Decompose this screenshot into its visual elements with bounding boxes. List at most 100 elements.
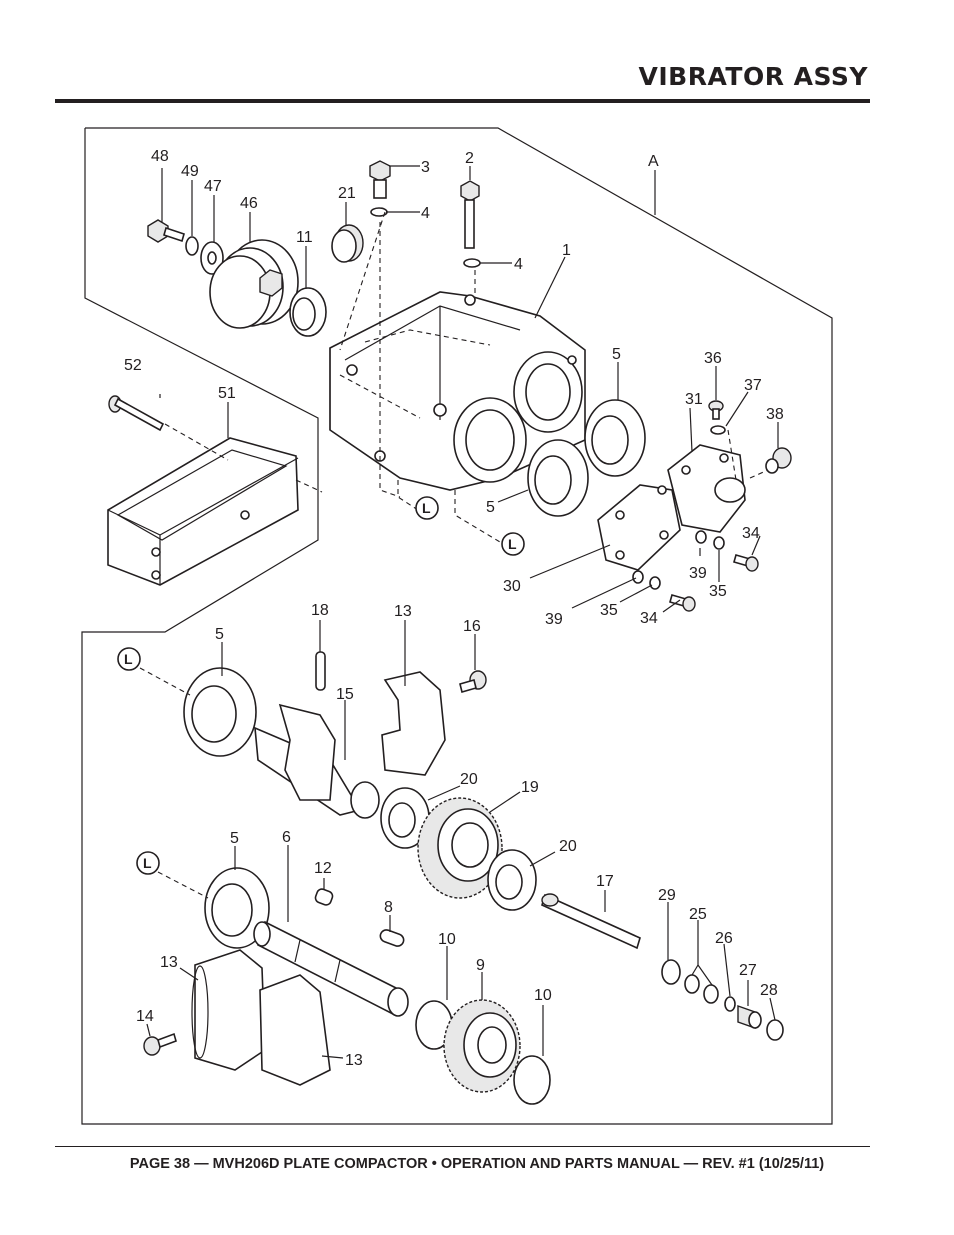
part-18-pin xyxy=(315,651,326,691)
callout-28: 28 xyxy=(760,982,778,999)
part-30-cover xyxy=(597,484,681,571)
callout-14: 14 xyxy=(136,1008,154,1025)
part-49-washer xyxy=(185,236,199,256)
part-39-washer-a xyxy=(695,530,707,544)
connector-L-3: L xyxy=(117,647,141,671)
part-35-washer-a xyxy=(713,536,725,550)
part-13-weight-b xyxy=(191,949,266,1071)
diagram-frame xyxy=(81,127,833,1125)
part-47-washer xyxy=(200,241,224,275)
upper-leader-lines xyxy=(159,165,779,613)
part-31-bearing-housing xyxy=(667,444,746,533)
callout-37: 37 xyxy=(744,377,762,394)
callout-9: 9 xyxy=(476,957,485,974)
callout-34a: 34 xyxy=(742,525,760,542)
callout-26: 26 xyxy=(715,930,733,947)
part-11-oil-seal xyxy=(289,287,327,337)
callout-38: 38 xyxy=(766,406,784,423)
connector-L-4: L xyxy=(136,851,160,875)
svg-text:L: L xyxy=(124,651,133,667)
part-15-eccentric-shaft xyxy=(254,703,380,819)
part-5-bearing-b xyxy=(527,439,589,517)
part-21-cap xyxy=(331,224,364,263)
callout-39a: 39 xyxy=(689,565,707,582)
page-title: VIBRATOR ASSY xyxy=(638,62,868,91)
callout-16: 16 xyxy=(463,618,481,635)
callout-35a: 35 xyxy=(709,583,727,600)
part-34-bolt-b xyxy=(669,594,696,612)
callout-20a: 20 xyxy=(460,771,478,788)
part-5-bearing-a xyxy=(584,399,646,477)
part-25-seal-a xyxy=(684,974,700,994)
part-37-washer xyxy=(710,425,726,435)
part-2-bolt xyxy=(460,180,480,249)
callout-39b: 39 xyxy=(545,611,563,628)
part-1-vibrator-case xyxy=(329,291,586,491)
callout-36: 36 xyxy=(704,350,722,367)
part-13-weight-c xyxy=(259,974,331,1086)
callout-17: 17 xyxy=(596,873,614,890)
callout-35b: 35 xyxy=(600,602,618,619)
callout-11: 11 xyxy=(296,229,313,246)
part-5-bearing-d xyxy=(204,867,270,949)
callout-34b: 34 xyxy=(640,610,658,627)
callout-51: 51 xyxy=(218,385,236,402)
callout-31: 31 xyxy=(685,391,703,408)
callout-52: 52 xyxy=(124,357,142,374)
callout-18: 18 xyxy=(311,602,329,619)
part-29-snap-ring xyxy=(661,959,681,985)
callout-27: 27 xyxy=(739,962,757,979)
footer-rule xyxy=(55,1146,870,1147)
callout-4a: 4 xyxy=(421,205,430,222)
part-16-bolt xyxy=(459,670,487,693)
callout-49: 49 xyxy=(181,163,199,180)
part-20-bearing-a xyxy=(380,787,430,849)
callout-1: 1 xyxy=(562,242,571,259)
part-51-cover xyxy=(107,437,299,586)
part-25-seal-b xyxy=(703,984,719,1004)
part-35-washer-b xyxy=(649,576,661,590)
callout-5a: 5 xyxy=(612,346,621,363)
svg-text:L: L xyxy=(143,855,152,871)
callout-20b: 20 xyxy=(559,838,577,855)
connector-L-2: L xyxy=(501,532,525,556)
callout-4b: 4 xyxy=(514,256,523,273)
part-17-shaft xyxy=(541,893,641,950)
part-10-snap-ring-b xyxy=(513,1055,551,1105)
callout-5b: 5 xyxy=(486,499,495,516)
callout-47: 47 xyxy=(204,178,222,195)
callout-21: 21 xyxy=(338,185,356,202)
callout-48: 48 xyxy=(151,148,169,165)
part-4-lock-washer-b xyxy=(463,258,481,268)
callout-10b: 10 xyxy=(534,987,552,1004)
part-38-grease-fitting xyxy=(765,447,792,474)
callout-5d: 5 xyxy=(230,830,239,847)
callout-6: 6 xyxy=(282,829,291,846)
callout-13b: 13 xyxy=(160,954,178,971)
connector-L-1: L xyxy=(415,496,439,520)
callout-3: 3 xyxy=(421,159,430,176)
part-36-bolt xyxy=(708,400,724,420)
part-13-weight-a xyxy=(381,671,446,776)
callout-2: 2 xyxy=(465,150,474,167)
part-27-collar xyxy=(737,1005,762,1029)
svg-text:L: L xyxy=(422,500,431,516)
part-14-bolt xyxy=(143,1032,177,1056)
callout-10a: 10 xyxy=(438,931,456,948)
page-footer: PAGE 38 — MVH206D PLATE COMPACTOR • OPER… xyxy=(129,1156,825,1172)
part-26-o-ring xyxy=(724,996,736,1012)
callout-12: 12 xyxy=(314,860,332,877)
callout-5c: 5 xyxy=(215,626,224,643)
part-48-bolt xyxy=(147,219,185,243)
callout-30: 30 xyxy=(503,578,521,595)
callout-29: 29 xyxy=(658,887,676,904)
part-8-key xyxy=(379,929,405,947)
part-46-pulley xyxy=(209,239,299,329)
callout-13a: 13 xyxy=(394,603,412,620)
callout-46: 46 xyxy=(240,195,258,212)
part-20-bearing-b xyxy=(487,849,537,911)
callout-13c: 13 xyxy=(345,1052,363,1069)
title-rule xyxy=(55,99,870,103)
lower-leader-lines xyxy=(139,620,776,1059)
